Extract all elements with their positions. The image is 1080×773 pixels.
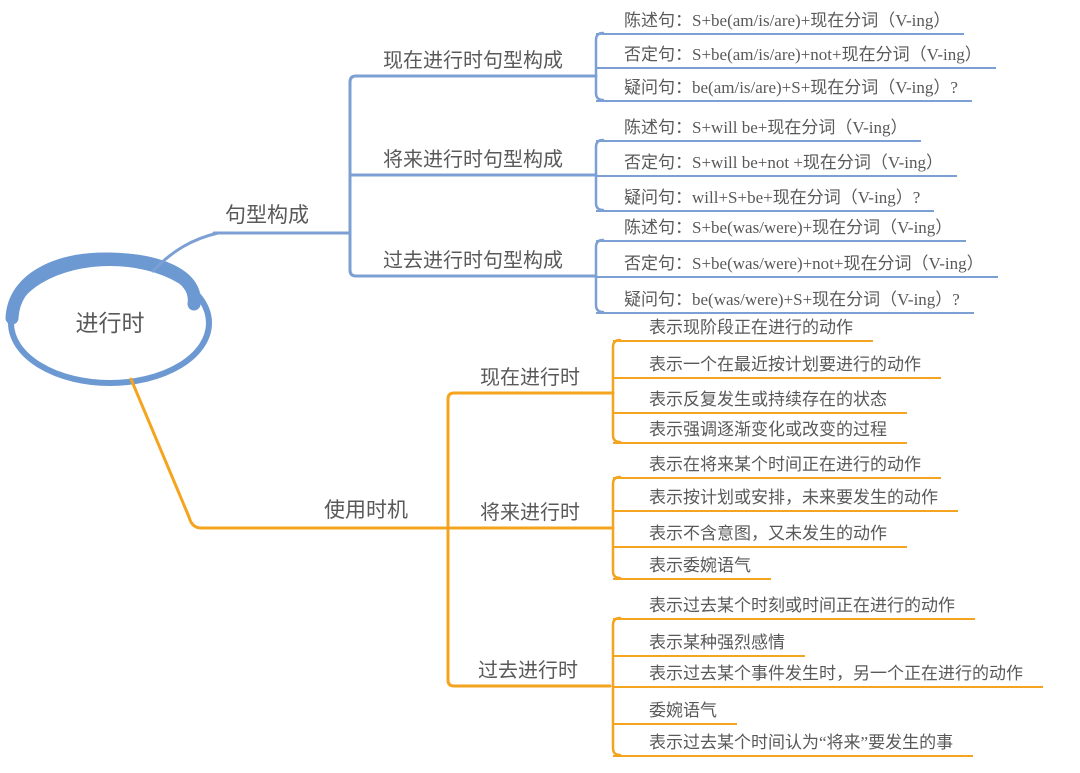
leaf-node[interactable]: 表示强调逐渐变化或改变的过程	[613, 417, 907, 444]
leaf-node[interactable]: 委婉语气	[613, 698, 737, 725]
root-ellipse-brush-stroke	[5, 252, 201, 325]
subbranch-label-present-usage[interactable]: 现在进行时	[480, 367, 580, 389]
leaf-node[interactable]: 表示反复发生或持续存在的状态	[613, 387, 907, 414]
leaf-node[interactable]: 表示过去某个时刻或时间正在进行的动作	[613, 593, 975, 620]
branch-label-usage-timing[interactable]: 使用时机	[324, 498, 408, 522]
subbranch-label-past-usage[interactable]: 过去进行时	[478, 660, 578, 682]
branch-curve-blue	[151, 231, 220, 273]
leaf-node[interactable]: 疑问句：be(am/is/are)+S+现在分词（V-ing）?	[596, 75, 972, 102]
leaf-node[interactable]: 否定句：S+will be+not +现在分词（V-ing）	[596, 150, 958, 177]
branch-label-sentence-patterns[interactable]: 句型构成	[225, 203, 309, 227]
root-topic[interactable]: 进行时	[75, 311, 145, 336]
subbranch-label-future-usage[interactable]: 将来进行时	[480, 502, 580, 524]
leaf-node[interactable]: 表示不含意图，又未发生的动作	[613, 521, 907, 548]
leaf-node[interactable]: 表示过去某个时间认为“将来”要发生的事	[613, 730, 974, 757]
branch-line-orange	[129, 377, 615, 530]
leaf-node[interactable]: 疑问句：will+S+be+现在分词（V-ing）?	[596, 185, 935, 212]
leaf-node[interactable]: 表示某种强烈感情	[613, 630, 805, 657]
leaf-node[interactable]: 否定句：S+be(was/were)+not+现在分词（V-ing）	[596, 251, 998, 278]
subbranch-label-present-pattern[interactable]: 现在进行时句型构成	[383, 50, 563, 72]
leaf-node[interactable]: 陈述句：S+be(am/is/are)+现在分词（V-ing）	[596, 8, 965, 35]
leaf-node[interactable]: 疑问句：be(was/were)+S+现在分词（V-ing）?	[596, 287, 974, 314]
leaf-node[interactable]: 陈述句：S+will be+现在分词（V-ing）	[596, 115, 922, 142]
orange-trunk	[446, 391, 615, 688]
leaf-node[interactable]: 表示一个在最近按计划要进行的动作	[613, 352, 941, 379]
subbranch-label-future-pattern[interactable]: 将来进行时句型构成	[383, 149, 563, 171]
leaf-node[interactable]: 表示过去某个事件发生时，另一个正在进行的动作	[613, 661, 1043, 688]
leaf-node[interactable]: 表示委婉语气	[613, 553, 771, 580]
leaf-node[interactable]: 表示在将来某个时间正在进行的动作	[613, 452, 941, 479]
leaf-node[interactable]: 陈述句：S+be(was/were)+现在分词（V-ing）	[596, 215, 967, 242]
leaf-node[interactable]: 表示现阶段正在进行的动作	[613, 315, 873, 342]
subbranch-label-past-pattern[interactable]: 过去进行时句型构成	[383, 250, 563, 272]
leaf-node[interactable]: 表示按计划或安排，未来要发生的动作	[613, 485, 958, 512]
leaf-node[interactable]: 否定句：S+be(am/is/are)+not+现在分词（V-ing）	[596, 42, 996, 69]
